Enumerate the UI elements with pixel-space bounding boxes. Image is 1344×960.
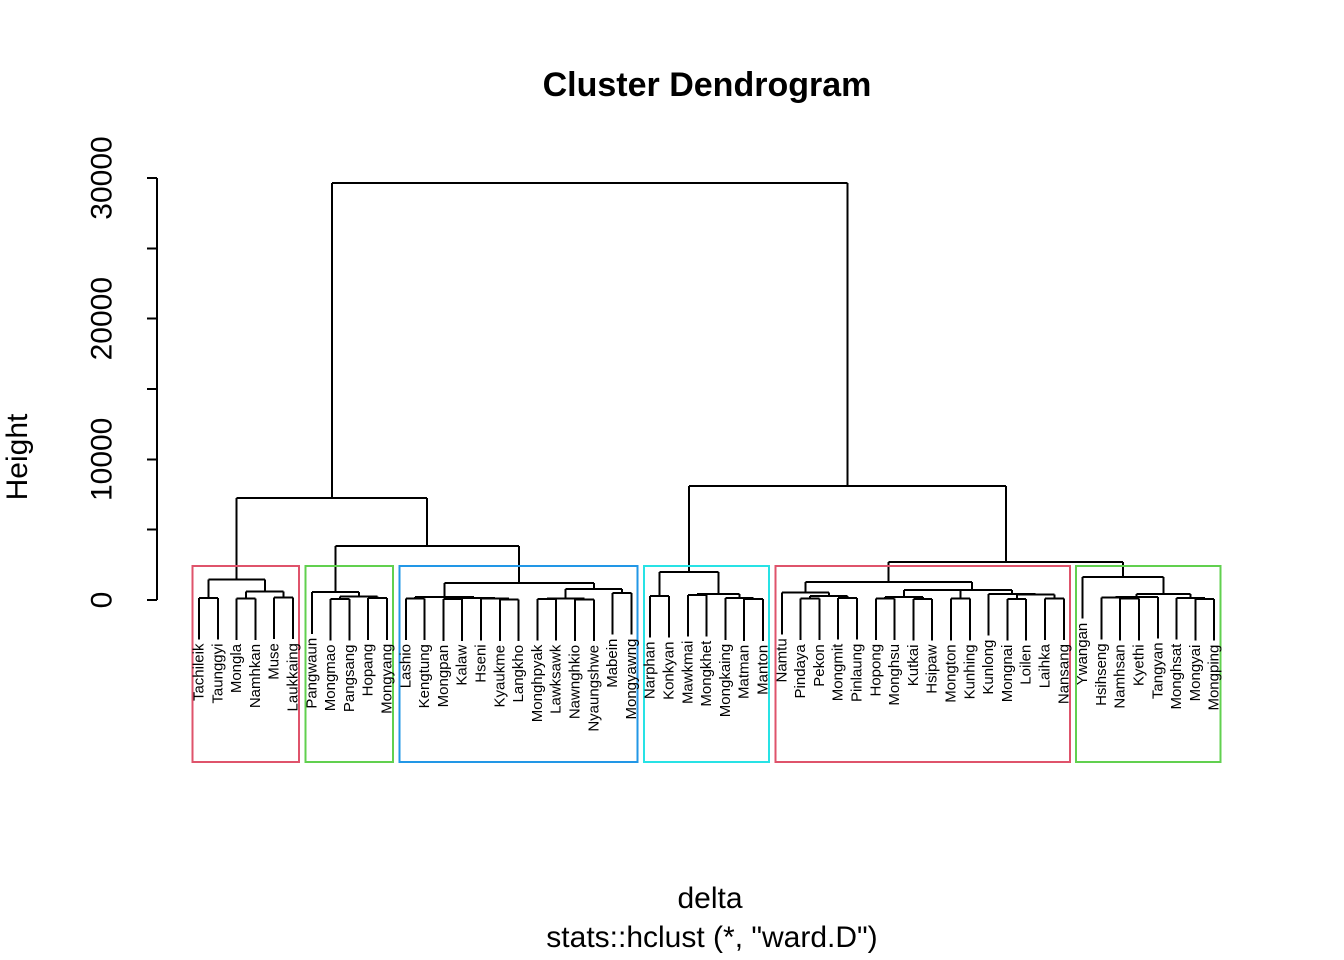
leaf-label-pindaya: Pindaya	[792, 644, 809, 699]
leaf-label-hopang: Hopang	[360, 644, 377, 697]
leaf-label-mawkmai: Mawkmai	[679, 641, 696, 704]
cluster-boxes	[191, 565, 1222, 763]
leaf-label-mongping: Mongping	[1206, 645, 1223, 711]
leaf-label-laihka: Laihka	[1037, 643, 1054, 688]
leaf-label-narphan: Narphan	[642, 642, 659, 700]
y-axis-tick-label: 0	[86, 592, 119, 609]
leaf-label-matman: Matman	[736, 645, 753, 699]
cluster-box-1	[191, 565, 301, 763]
leaf-label-mongton: Mongton	[943, 644, 960, 702]
leaf-label-mongla: Mongla	[228, 643, 245, 693]
leaf-label-hopong: Hopong	[867, 644, 884, 697]
y-axis-tick-label: 30000	[86, 136, 119, 219]
leaf-label-mongnai: Mongnai	[999, 645, 1016, 703]
y-axis-title: Height	[1, 413, 34, 500]
leaf-label-monghsu: Monghsu	[886, 644, 903, 706]
leaf-label-kutkai: Kutkai	[905, 645, 922, 687]
leaf-label-lawksawk: Lawksawk	[548, 644, 565, 714]
leaf-label-namhkan: Namhkan	[247, 644, 264, 708]
leaf-label-kengtung: Kengtung	[416, 644, 433, 708]
leaf-label-hseni: Hseni	[473, 644, 490, 682]
cluster-box-2	[304, 565, 395, 763]
leaf-label-muse: Muse	[266, 643, 283, 680]
y-axis: 0 10000 20000 30000	[86, 136, 158, 608]
leaf-label-hsipaw: Hsipaw	[924, 644, 941, 693]
leaf-label-langkho: Langkho	[510, 645, 527, 703]
leaf-label-laukkaing: Laukkaing	[285, 643, 302, 711]
leaf-label-manton: Manton	[755, 645, 772, 695]
leaf-label-hsihseng: Hsihseng	[1093, 643, 1110, 706]
leaf-label-mongmao: Mongmao	[322, 645, 339, 712]
leaf-label-ywangan: Ywangan	[1074, 623, 1091, 686]
leaf-label-mongyai: Mongyai	[1187, 645, 1204, 702]
leaf-label-kyaukme: Kyaukme	[491, 645, 508, 708]
cluster-box-3	[398, 565, 639, 763]
leaf-label-nawnghkio: Nawnghkio	[567, 645, 584, 719]
leaf-label-kyethi: Kyethi	[1131, 644, 1148, 686]
x-axis-title: delta	[677, 882, 742, 915]
leaf-label-tachileik: Tachileik	[191, 643, 208, 701]
leaf-label-monghpyak: Monghpyak	[529, 644, 546, 722]
cluster-box-6	[1075, 565, 1222, 763]
y-axis-tick-label: 10000	[86, 418, 119, 501]
leaf-label-mongyang: Mongyang	[379, 644, 396, 714]
leaf-label-pekon: Pekon	[811, 644, 828, 687]
leaf-label-pangsang: Pangsang	[341, 645, 358, 713]
cluster-box-5	[774, 565, 1072, 763]
leaf-label-monghsat: Monghsat	[1168, 643, 1185, 710]
cluster-box-4	[642, 565, 771, 763]
leaf-label-pinlaung: Pinlaung	[849, 644, 866, 702]
leaf-label-konkyan: Konkyan	[661, 642, 678, 700]
plot-subtitle: stats::hclust (*, "ward.D")	[546, 921, 877, 954]
leaf-label-tangyan: Tangyan	[1149, 642, 1166, 699]
leaf-label-nyaungshwe: Nyaungshwe	[585, 645, 602, 732]
leaf-label-kunhing: Kunhing	[961, 644, 978, 699]
leaf-label-mongpan: Mongpan	[435, 645, 452, 708]
y-axis-tick-label: 20000	[86, 277, 119, 360]
leaf-label-taunggyi: Taunggyi	[209, 644, 226, 704]
leaf-label-mongmit: Mongmit	[830, 643, 847, 701]
leaf-label-namhsan: Namhsan	[1112, 644, 1129, 708]
leaf-label-kalaw: Kalaw	[454, 645, 471, 686]
leaf-label-pangwaun: Pangwaun	[303, 638, 320, 709]
leaf-label-kunlong: Kunlong	[980, 640, 997, 695]
dendrogram-tree	[198, 181, 1216, 641]
leaf-label-nansang: Nansang	[1055, 644, 1072, 704]
leaf-label-loilen: Loilen	[1018, 645, 1035, 685]
plot-title: Cluster Dendrogram	[543, 66, 872, 104]
leaf-label-lashio: Lashio	[397, 644, 414, 688]
leaf-label-namtu: Namtu	[773, 638, 790, 682]
leaf-label-mongkaing: Mongkaing	[717, 644, 734, 717]
leaf-label-mabein: Mabein	[604, 639, 621, 688]
leaf-label-mongyawng: Mongyawng	[623, 639, 640, 720]
leaf-label-mongkhet: Mongkhet	[698, 640, 715, 707]
